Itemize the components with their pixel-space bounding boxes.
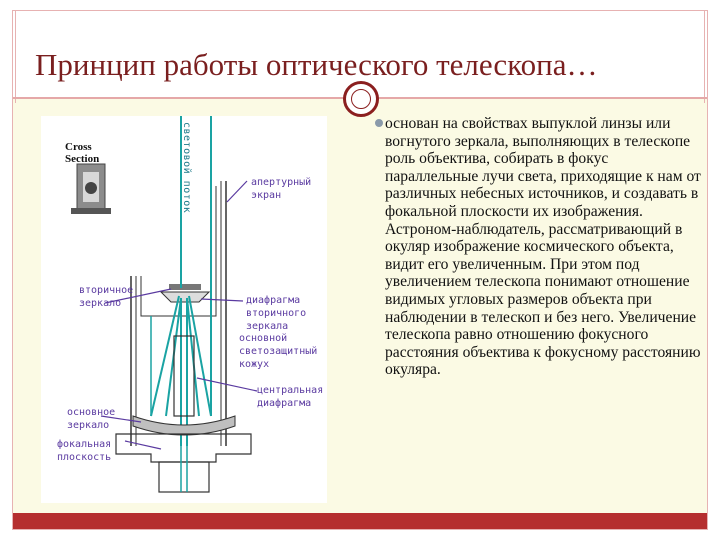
label-main-shield: основной светозащитный кожух: [239, 333, 318, 370]
footer-bar: [13, 513, 707, 529]
telescope-diagram-svg: [71, 116, 258, 493]
label-secondary-diaphragm: диафрагма вторичного зеркала: [246, 295, 307, 332]
cross-section-thumbnail-icon: [71, 163, 111, 214]
label-focal-plane: фокальная плоскость: [57, 439, 112, 463]
circle-emblem-icon: [343, 81, 379, 117]
light-flow-label: световой поток: [181, 122, 192, 214]
frame-line-right: [704, 11, 705, 103]
cross-section-label: Cross Section: [65, 141, 100, 165]
telescope-diagram: Cross Section световой поток апертурный …: [41, 116, 327, 503]
slide: Принцип работы оптического телескопа…: [12, 10, 708, 530]
frame-line-left: [15, 11, 16, 103]
label-primary-mirror: основное зеркало: [67, 407, 116, 431]
bullet-icon: [375, 119, 383, 127]
label-secondary-mirror: вторичное зеркало: [79, 285, 134, 309]
label-aperture-screen: апертурный экран: [251, 177, 312, 201]
label-central-diaphragm: центральная диафрагма: [257, 385, 324, 409]
body-text: основан на свойствах выпуклой линзы или …: [385, 115, 701, 379]
slide-title: Принцип работы оптического телескопа…: [35, 47, 598, 82]
